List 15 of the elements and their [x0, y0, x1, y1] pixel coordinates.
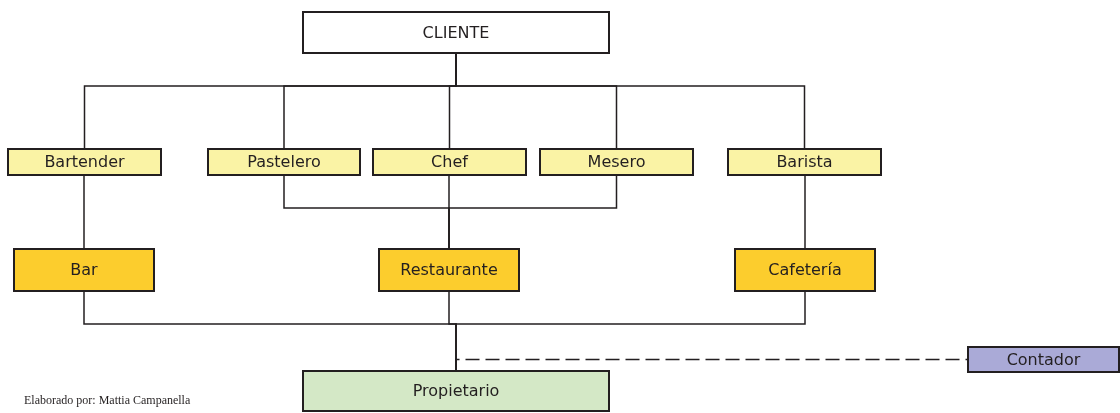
credit-note: Elaborado por: Mattia Campanella — [24, 392, 191, 409]
area-box: Cafetería — [734, 248, 876, 292]
owner-box: Propietario — [302, 370, 610, 412]
role-box: Barista — [727, 148, 882, 176]
area-box: Bar — [13, 248, 155, 292]
role-box: Mesero — [539, 148, 694, 176]
area-box: Restaurante — [378, 248, 520, 292]
connector-line — [448, 175, 618, 249]
client-box: CLIENTE — [302, 11, 610, 54]
connector-line — [804, 175, 806, 249]
role-box: Chef — [372, 148, 527, 176]
accountant-box: Contador — [967, 346, 1120, 373]
role-box: Bartender — [7, 148, 162, 176]
role-box: Pastelero — [207, 148, 361, 176]
connector-line — [83, 175, 85, 249]
